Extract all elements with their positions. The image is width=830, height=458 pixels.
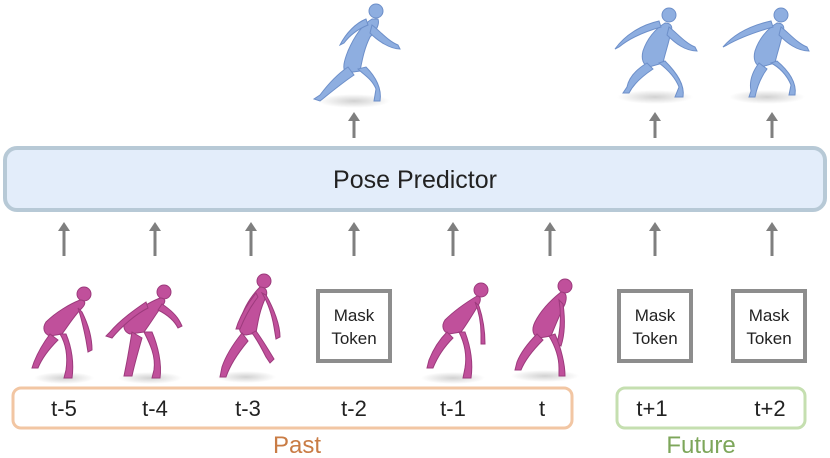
timestep-label: t-5 [51,396,77,421]
mask-token-line2: Token [632,329,677,348]
arrow-up-icon [447,222,459,256]
arrow-up-icon [766,112,778,138]
input-pose-row [31,273,579,384]
mask-token-t-2: Mask Token [316,289,392,363]
input-pose-t [511,278,579,382]
future-group: Future [615,386,807,458]
mask-token-t+2: Mask Token [731,289,807,363]
arrow-up-icon [58,222,70,256]
person-pose-icon [31,286,93,379]
predicted-pose-t+1 [614,7,698,104]
timestep-label: t+1 [636,396,667,421]
past-label: Past [273,432,321,458]
pose-predictor-box: Pose Predictor [3,146,827,212]
input-pose-t-4 [105,284,183,384]
predicted-pose-t+2 [722,7,810,104]
mask-token-line1: Mask [635,306,676,325]
input-pose-t-1 [421,282,489,384]
timestep-label: t-2 [341,396,367,421]
timestep-label: t-4 [142,396,168,421]
arrow-up-icon [149,222,161,256]
person-pose-icon [514,278,573,377]
predicted-pose-row [312,3,810,108]
person-pose-icon [614,7,698,98]
timestep-label: t-1 [440,396,466,421]
future-label: Future [666,432,735,458]
mask-token-row: Mask Token Mask Token Mask Token [316,289,807,363]
predicted-pose-t-2 [312,3,401,108]
mask-token-line2: Token [746,329,791,348]
pose-predictor-label: Pose Predictor [333,166,497,194]
person-pose-icon [312,3,401,102]
arrow-up-icon [766,222,778,256]
mask-token-line1: Mask [334,306,375,325]
person-pose-icon [105,284,183,379]
input-arrows [58,222,778,256]
timestep-labels: t-5 t-4 t-3 t-2 t-1 t t+1 t+2 [51,396,785,421]
mask-token-line2: Token [331,329,376,348]
input-pose-t-5 [31,286,94,384]
arrow-up-icon [348,112,360,138]
arrow-up-icon [649,112,661,138]
person-pose-icon [219,273,281,378]
arrow-up-icon [348,222,360,256]
person-pose-icon [426,282,489,379]
mask-token-t+1: Mask Token [617,289,693,363]
timestep-label: t [539,396,545,421]
mask-token-line1: Mask [749,306,790,325]
timestep-label: t+2 [754,396,785,421]
arrow-up-icon [544,222,556,256]
arrow-up-icon [649,222,661,256]
past-group: Past [11,386,574,458]
output-arrows [348,112,778,138]
timestep-label: t-3 [235,396,261,421]
person-pose-icon [722,7,810,98]
arrow-up-icon [245,222,257,256]
input-pose-t-3 [216,273,281,383]
